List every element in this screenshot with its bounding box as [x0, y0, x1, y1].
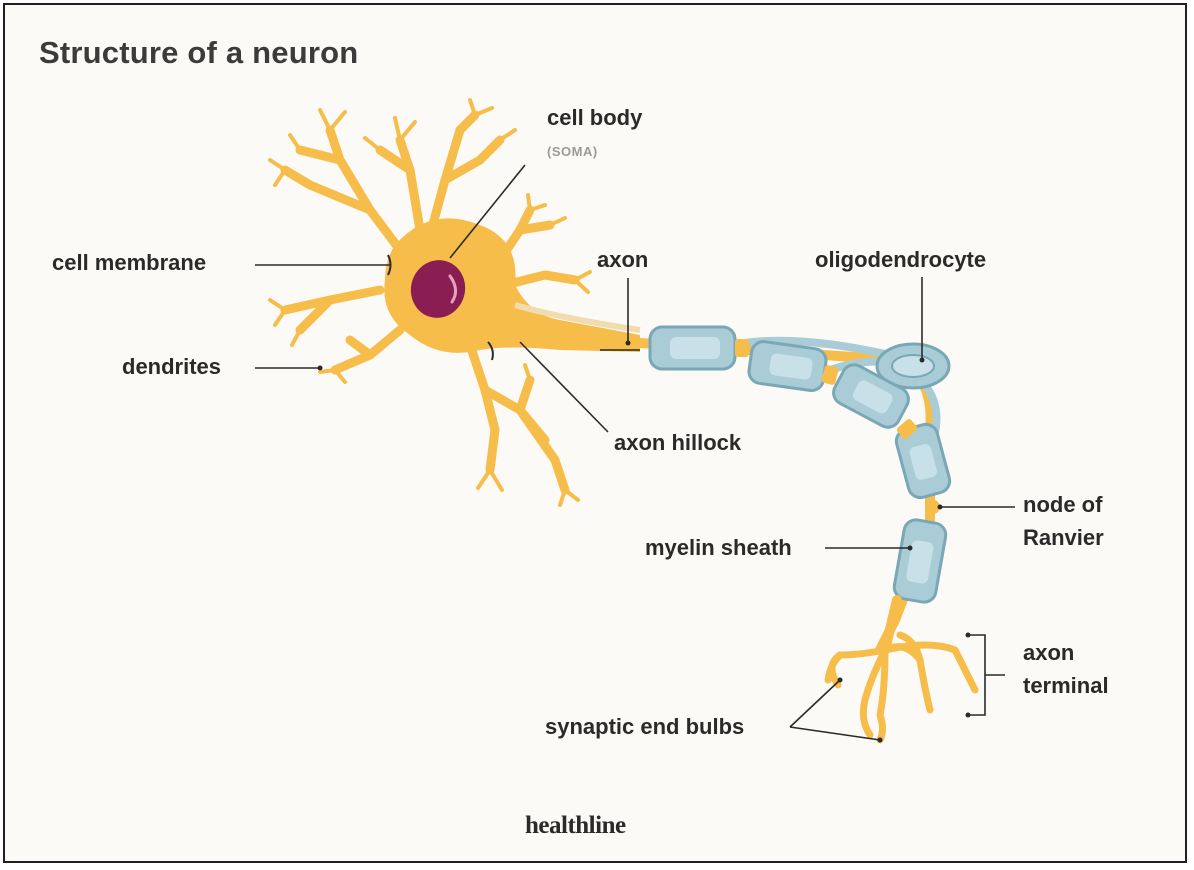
label-synaptic-end-bulbs: synaptic end bulbs	[545, 714, 745, 739]
dendrites-drawing	[268, 98, 592, 507]
diagram-frame: Structure of a neuron	[3, 3, 1187, 863]
label-axon-terminal-line1: axon	[1023, 640, 1075, 665]
label-node-of-ranvier-line2: Ranvier	[1023, 525, 1104, 550]
cell-body-shape	[384, 218, 640, 353]
label-axon-terminal-line2: terminal	[1023, 673, 1109, 698]
axon-hillock-highlight	[514, 302, 641, 333]
label-cell-membrane: cell membrane	[52, 250, 207, 275]
label-dendrites: dendrites	[122, 354, 222, 379]
leader-lines	[255, 164, 1015, 741]
nucleus-highlight	[448, 274, 457, 304]
diagram-title: Structure of a neuron	[39, 35, 359, 70]
label-soma: (SOMA)	[547, 144, 598, 159]
nodes-of-ranvier	[735, 339, 940, 514]
healthline-logo: healthline	[525, 812, 626, 839]
leader-dots	[317, 340, 971, 743]
label-myelin-sheath: myelin sheath	[645, 535, 792, 560]
label-axon-hillock: axon hillock	[614, 430, 742, 455]
label-axon: axon	[597, 247, 649, 272]
axon-terminal-drawing	[824, 595, 979, 744]
label-oligodendrocyte: oligodendrocyte	[815, 247, 987, 272]
label-node-of-ranvier-line1: node of	[1023, 492, 1103, 517]
label-cell-body: cell body	[547, 105, 643, 130]
